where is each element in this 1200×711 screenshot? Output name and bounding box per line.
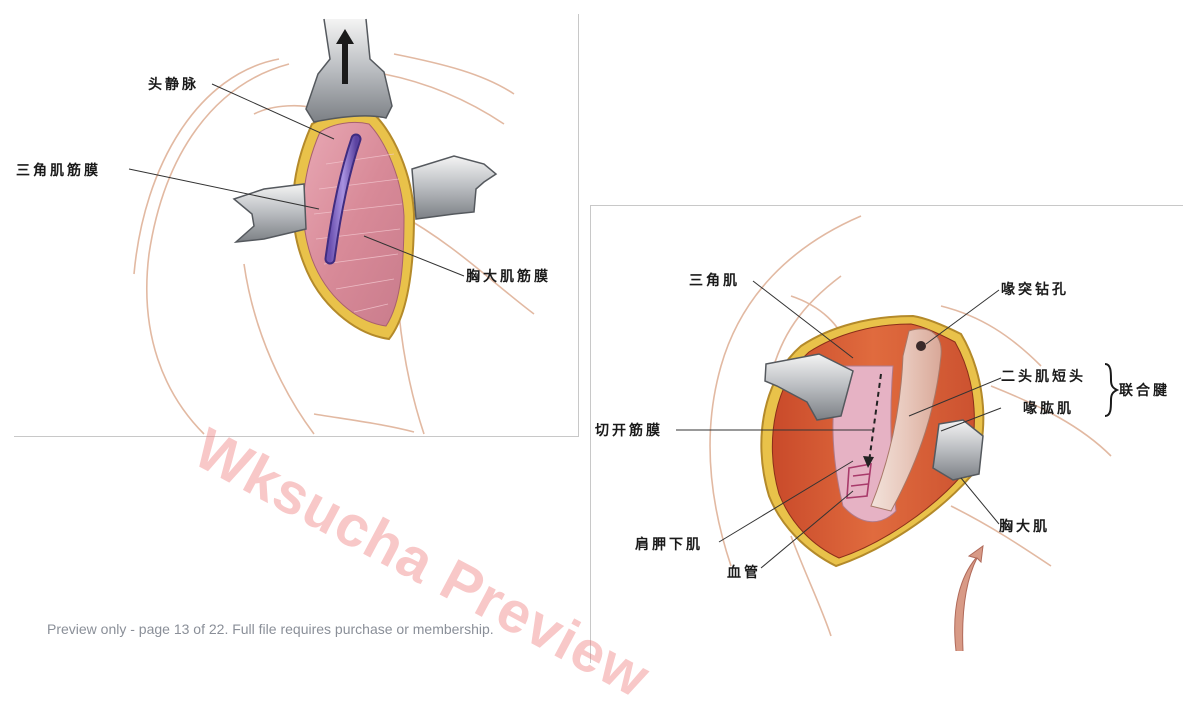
leader-lines-2	[676, 280, 1002, 569]
brace	[1104, 363, 1120, 417]
label-deltoid-fascia: 三角肌筋膜	[16, 163, 101, 179]
label-conjoint-tendon: 联合腱	[1119, 383, 1170, 399]
retractor-left	[232, 183, 307, 243]
retractor-top	[305, 18, 393, 123]
label-deltoid: 三角肌	[689, 273, 740, 289]
label-pectoralis-major: 胸大肌	[999, 519, 1050, 535]
leader-lines	[128, 83, 465, 277]
label-cephalic-vein: 头静脉	[148, 77, 199, 93]
arrow-up-icon	[336, 29, 354, 84]
label-biceps-short-head: 二头肌短头	[1001, 369, 1086, 385]
drill-hole	[916, 341, 926, 351]
label-vessels: 血管	[727, 565, 761, 581]
label-pectoralis-fascia: 胸大肌筋膜	[466, 269, 551, 285]
incision-line	[868, 373, 882, 463]
illustration-subscapularis-exposure	[676, 215, 1120, 652]
vessels-shape	[846, 463, 872, 499]
arrow-down-icon	[863, 456, 874, 468]
retractor-right-2	[932, 419, 984, 481]
retractor-right	[411, 155, 498, 220]
skin-fold	[954, 544, 984, 652]
figure-bottom-panel: 三角肌 喙突钻孔 二头肌短头 联合腱 喙肱肌 切开筋膜 胸大肌 肩胛下肌 血管	[590, 205, 1183, 663]
preview-notice: Preview only - page 13 of 22. Full file …	[47, 621, 494, 637]
illustration-cephalic-approach	[128, 18, 535, 435]
figure-top-panel: 头静脉 三角肌筋膜 胸大肌筋膜	[14, 14, 579, 437]
pectoralis-fascia-surface	[302, 121, 405, 327]
label-subscapularis: 肩胛下肌	[635, 537, 703, 553]
label-incised-fascia: 切开筋膜	[595, 423, 663, 439]
conjoint-tendon-shape	[870, 328, 942, 512]
label-coracobrachialis: 喙肱肌	[1023, 401, 1074, 417]
retractor-left-2	[764, 353, 854, 421]
skin-contours	[133, 53, 535, 435]
label-coracoid-drill-hole: 喙突钻孔	[1001, 282, 1069, 298]
